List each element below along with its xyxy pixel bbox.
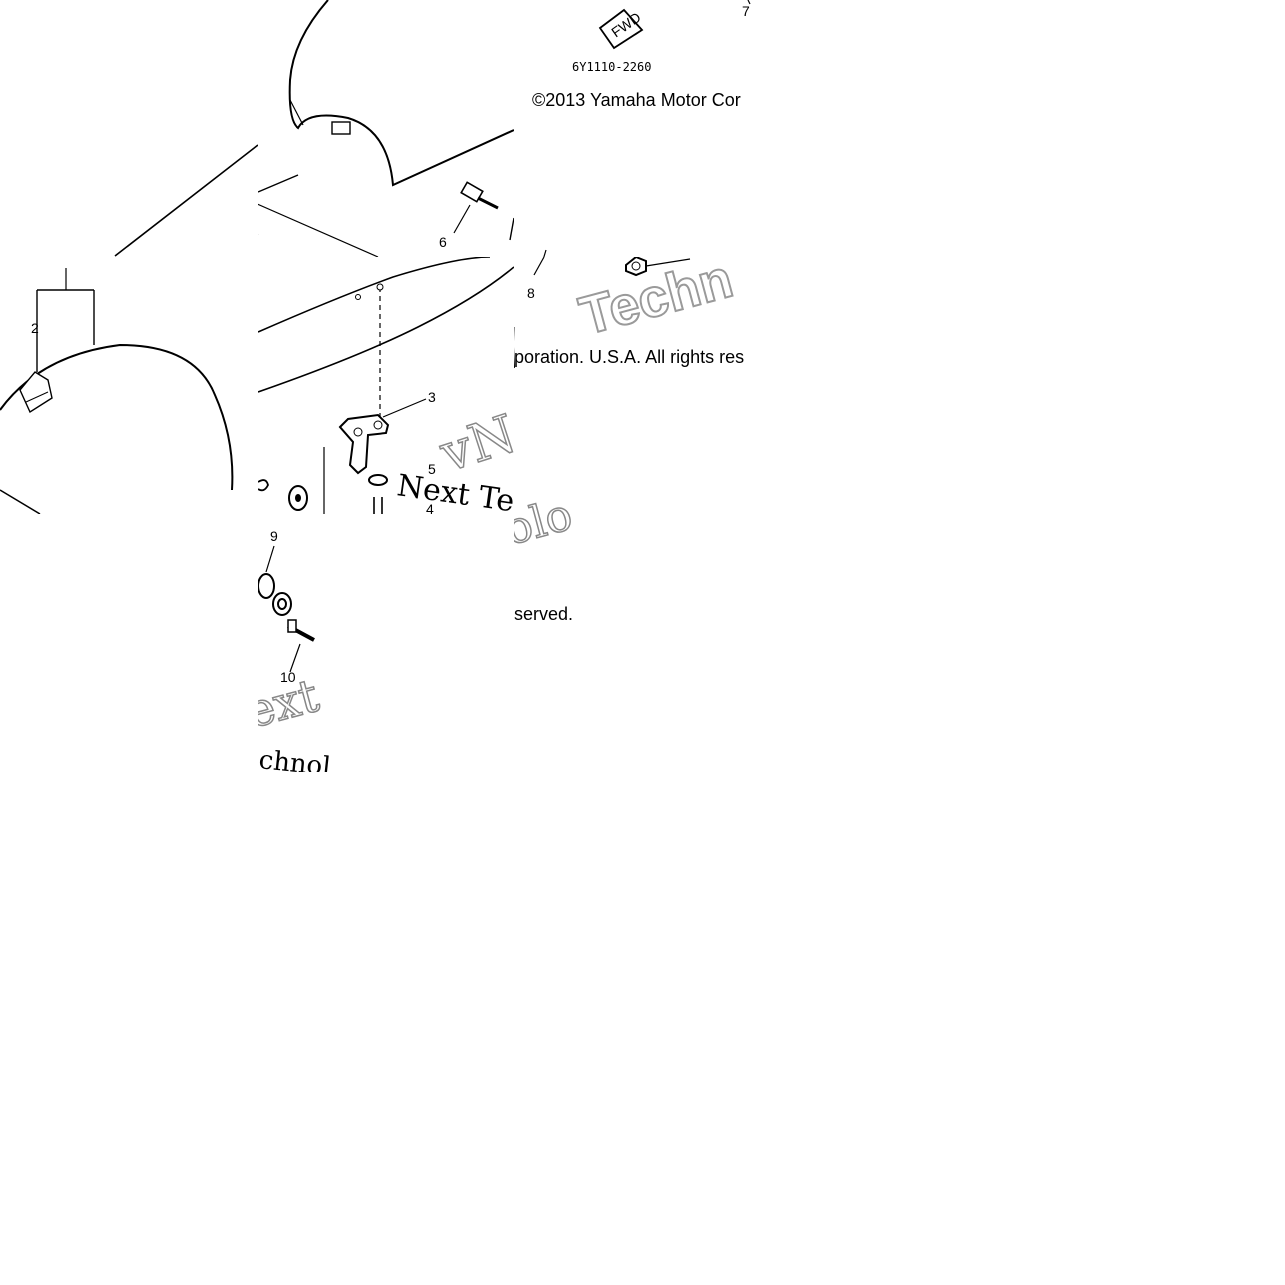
- watermark-fragment-4: olo: [514, 489, 578, 550]
- nut-8-icon: [625, 257, 647, 277]
- seat-top-drawing: 6: [258, 0, 514, 257]
- watermark-fragment-5: ext: [258, 668, 325, 739]
- copyright-line-2: poration. U.S.A. All rights res: [514, 347, 745, 367]
- diagram-tile-seat-top: 6: [258, 0, 514, 257]
- seat-left-drawing: 2: [0, 144, 258, 514]
- fwd-tag-icon: FWD: [598, 8, 644, 50]
- nut-drawing: 8 Techn: [514, 257, 740, 369]
- bracket-drawing: 3 5 4 vNe Next Te: [258, 257, 514, 514]
- bolt-6-icon: [460, 181, 499, 210]
- diagram-tile-fasteners: 9 10 ext chnol: [258, 514, 344, 772]
- diagram-tile-nut: 8 Techn: [514, 257, 772, 385]
- callout-10: 10: [280, 669, 296, 685]
- diagram-tile-header: FWD 6Y1110-2260 7: [514, 0, 772, 257]
- callout-9: 9: [270, 528, 278, 544]
- callout-6: 6: [439, 234, 447, 250]
- watermark-fragment-3: Next Te: [395, 468, 514, 514]
- fasteners-drawing: 9 10 ext chnol: [258, 528, 332, 772]
- copyright-line-3: served.: [514, 604, 574, 624]
- callout-3: 3: [428, 389, 436, 405]
- diagram-tile-bracket: 3 5 4 vNe Next Te: [258, 257, 514, 514]
- watermark-fragment-2: vNe: [433, 395, 514, 485]
- part-code: 6Y1110-2260: [572, 60, 651, 74]
- grommet-9-icon: [258, 573, 292, 616]
- callout-7: 7: [742, 3, 750, 19]
- svg-text:4: 4: [426, 501, 434, 514]
- watermark-drawing: olo: [514, 488, 578, 550]
- callout-8: 8: [527, 285, 535, 301]
- header-drawing: FWD 6Y1110-2260 7: [514, 0, 751, 257]
- bracket-3-icon: [338, 413, 390, 475]
- nut-5-icon: [368, 474, 388, 486]
- diagram-tile-seat-left: 2: [0, 0, 258, 514]
- watermark-fragment-6: chnol: [258, 745, 332, 772]
- diagram-tile-watermark: olo: [514, 385, 604, 550]
- screw-10-icon: [287, 619, 315, 642]
- callout-5: 5: [428, 461, 436, 477]
- copyright-line-1: ©2013 Yamaha Motor Cor: [532, 90, 741, 110]
- watermark-fragment-1: Techn: [574, 257, 739, 347]
- callout-2: 2: [31, 320, 39, 336]
- washer-icon: [288, 485, 308, 511]
